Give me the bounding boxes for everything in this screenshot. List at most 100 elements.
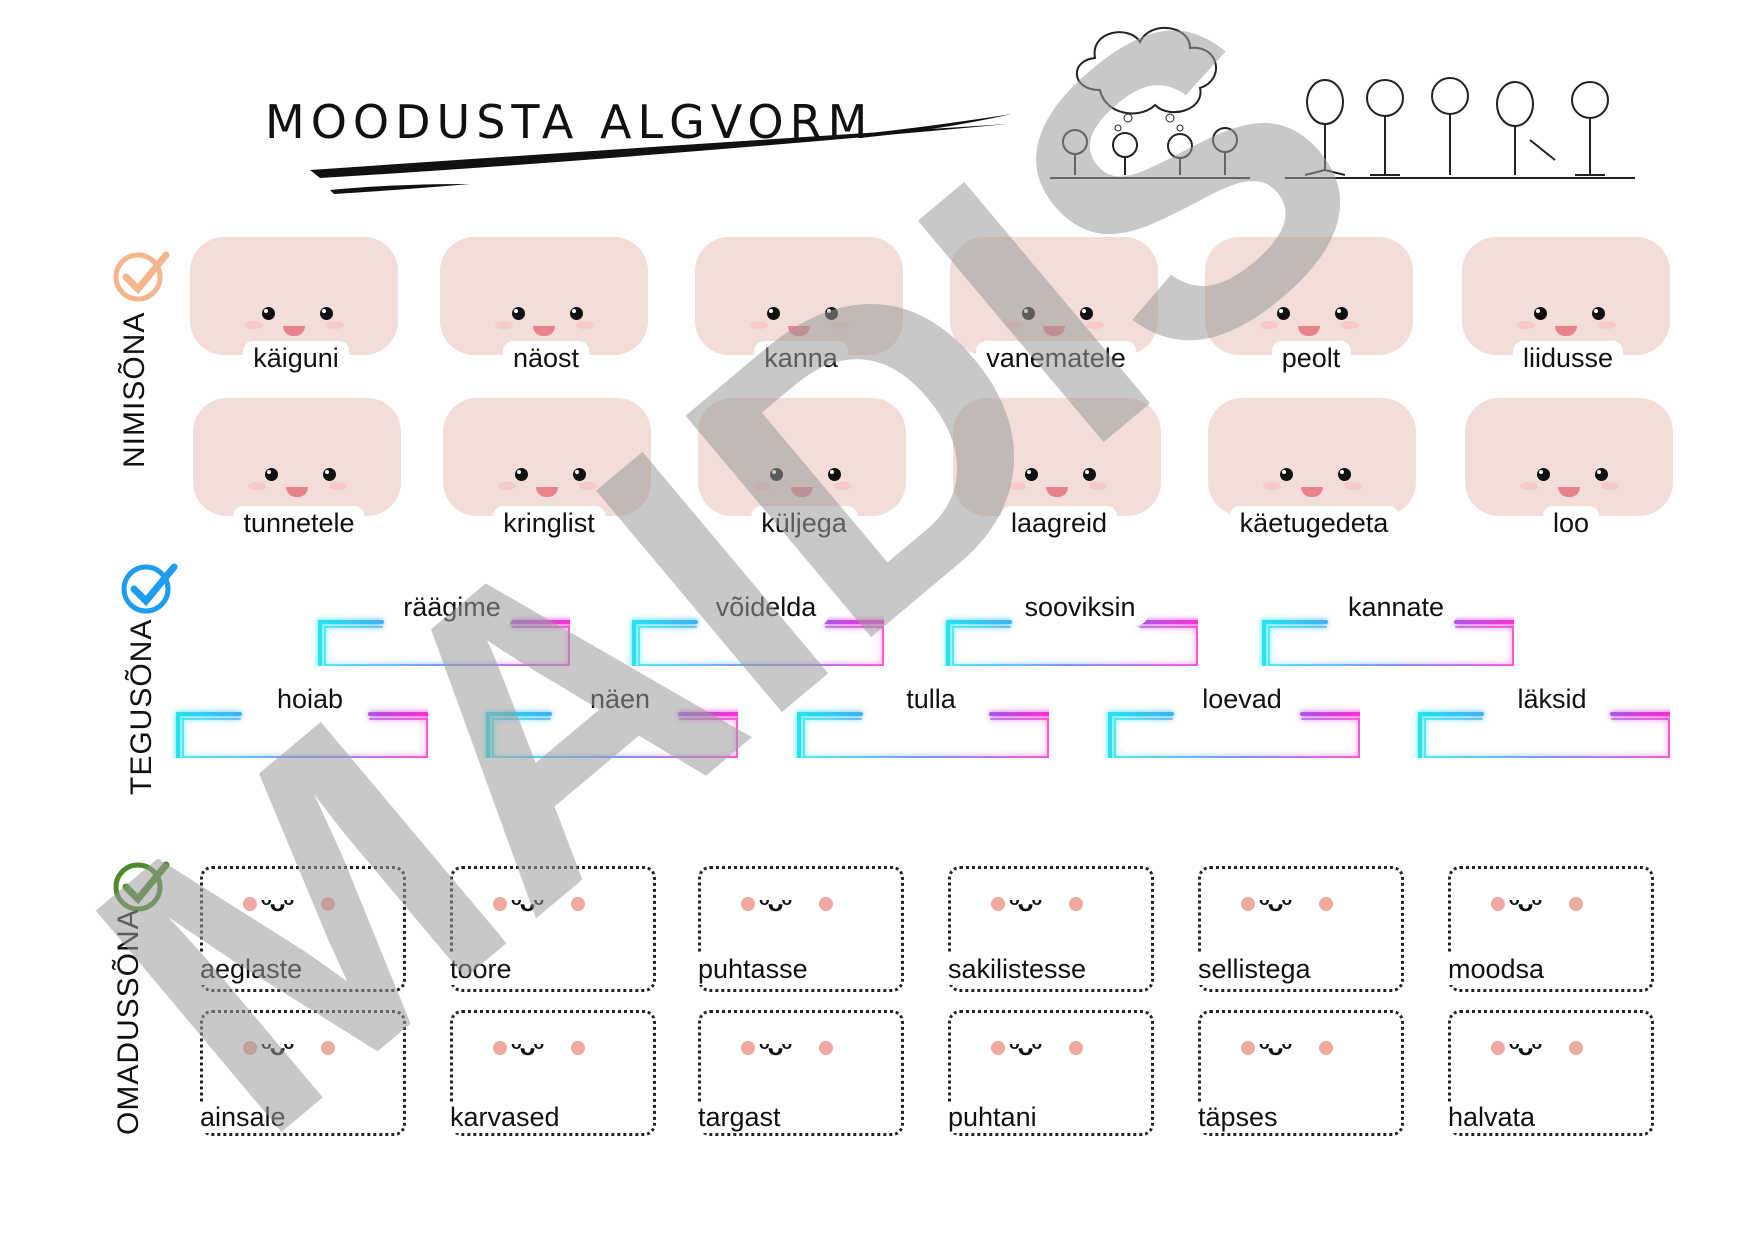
blush [834, 482, 852, 490]
eye [570, 307, 583, 320]
check-icon [113, 861, 170, 912]
blush [321, 1041, 335, 1055]
verb-word: tulla [894, 682, 968, 717]
eye [828, 468, 841, 481]
adjective-word: aeglaste [194, 954, 309, 985]
adjective-word: sellistega [1192, 954, 1317, 985]
verb-word: sooviksin [1012, 590, 1148, 625]
blush [819, 1041, 833, 1055]
blush [576, 321, 594, 329]
mouth [286, 487, 308, 497]
verb-word: loevad [1190, 682, 1294, 717]
noun-word: laagreid [1000, 506, 1118, 541]
smile-face-icon: ᵕᴗᵕ [1009, 1031, 1042, 1061]
noun-card [440, 237, 648, 355]
verb-word: näen [577, 682, 663, 717]
mouth [536, 487, 558, 497]
mouth [1558, 487, 1580, 497]
noun-card [190, 237, 398, 355]
adjective-word: targast [692, 1102, 787, 1133]
noun-card [1462, 237, 1670, 355]
verb-word: hoiab [264, 682, 356, 717]
noun-word: käiguni [243, 341, 349, 376]
blush [1319, 897, 1333, 911]
blush [1260, 321, 1278, 329]
check-icon [121, 563, 178, 614]
noun-card [443, 398, 651, 516]
mouth [788, 326, 810, 336]
eye [1083, 468, 1096, 481]
blush [248, 482, 266, 490]
mouth [1298, 326, 1320, 336]
eye [1595, 468, 1608, 481]
noun-card [1205, 237, 1413, 355]
blush [329, 482, 347, 490]
eye [1080, 307, 1093, 320]
noun-card [1208, 398, 1416, 516]
blush [1491, 897, 1505, 911]
eye [320, 307, 333, 320]
blush [1598, 321, 1616, 329]
mouth [533, 326, 555, 336]
verb-bracket [486, 712, 738, 758]
adjective-word: sakilistesse [942, 954, 1093, 985]
mouth [1555, 326, 1577, 336]
adjective-word: toore [444, 954, 518, 985]
eye [265, 468, 278, 481]
blush [1241, 897, 1255, 911]
adjective-card: ᵕᴗᵕ [1448, 1010, 1654, 1136]
mouth [1301, 487, 1323, 497]
blush [1069, 897, 1083, 911]
section-label-tegusona: TEGUSÕNA [125, 618, 158, 795]
eye [323, 468, 336, 481]
verb-bracket [1262, 620, 1514, 666]
blush [1263, 482, 1281, 490]
blush [579, 482, 597, 490]
blush [495, 321, 513, 329]
adjective-card: ᵕᴗᵕ [698, 1010, 904, 1136]
mouth [1046, 487, 1068, 497]
noun-word: loo [1542, 506, 1600, 541]
adjective-card: ᵕᴗᵕ [450, 866, 656, 992]
eye [825, 307, 838, 320]
eye [1338, 468, 1351, 481]
eye [1022, 307, 1035, 320]
adjective-word: puhtasse [692, 954, 814, 985]
smile-face-icon: ᵕᴗᵕ [511, 1031, 544, 1061]
smile-face-icon: ᵕᴗᵕ [261, 1031, 294, 1061]
blush [991, 1041, 1005, 1055]
blush [1341, 321, 1359, 329]
eye [1537, 468, 1550, 481]
section-label-omadussona: OMADUSSÕNA [112, 908, 145, 1135]
verb-bracket [176, 712, 428, 758]
adjective-word: halvata [1442, 1102, 1542, 1133]
noun-card [698, 398, 906, 516]
noun-word: küljega [751, 506, 857, 541]
verb-bracket [797, 712, 1049, 758]
blush [741, 1041, 755, 1055]
noun-card [950, 237, 1158, 355]
noun-word: liidusse [1512, 341, 1624, 376]
eye [262, 307, 275, 320]
smile-face-icon: ᵕᴗᵕ [511, 887, 544, 917]
thought-bubble-illustration [1050, 26, 1250, 179]
verb-bracket [632, 620, 884, 666]
verb-word: kannate [1335, 590, 1457, 625]
blush [243, 1041, 257, 1055]
adjective-word: karvased [444, 1102, 566, 1133]
smile-face-icon: ᵕᴗᵕ [1259, 887, 1292, 917]
noun-card [193, 398, 401, 516]
blush [493, 1041, 507, 1055]
verb-bracket [946, 620, 1198, 666]
smile-face-icon: ᵕᴗᵕ [759, 887, 792, 917]
blush [1520, 482, 1538, 490]
smile-face-icon: ᵕᴗᵕ [1259, 1031, 1292, 1061]
noun-word: käetugedeta [1229, 506, 1399, 541]
blush [1005, 321, 1023, 329]
people-group-illustration [1285, 77, 1635, 179]
noun-word: kanna [754, 341, 848, 376]
blush [1569, 897, 1583, 911]
blush [243, 897, 257, 911]
mouth [791, 487, 813, 497]
mouth [283, 326, 305, 336]
